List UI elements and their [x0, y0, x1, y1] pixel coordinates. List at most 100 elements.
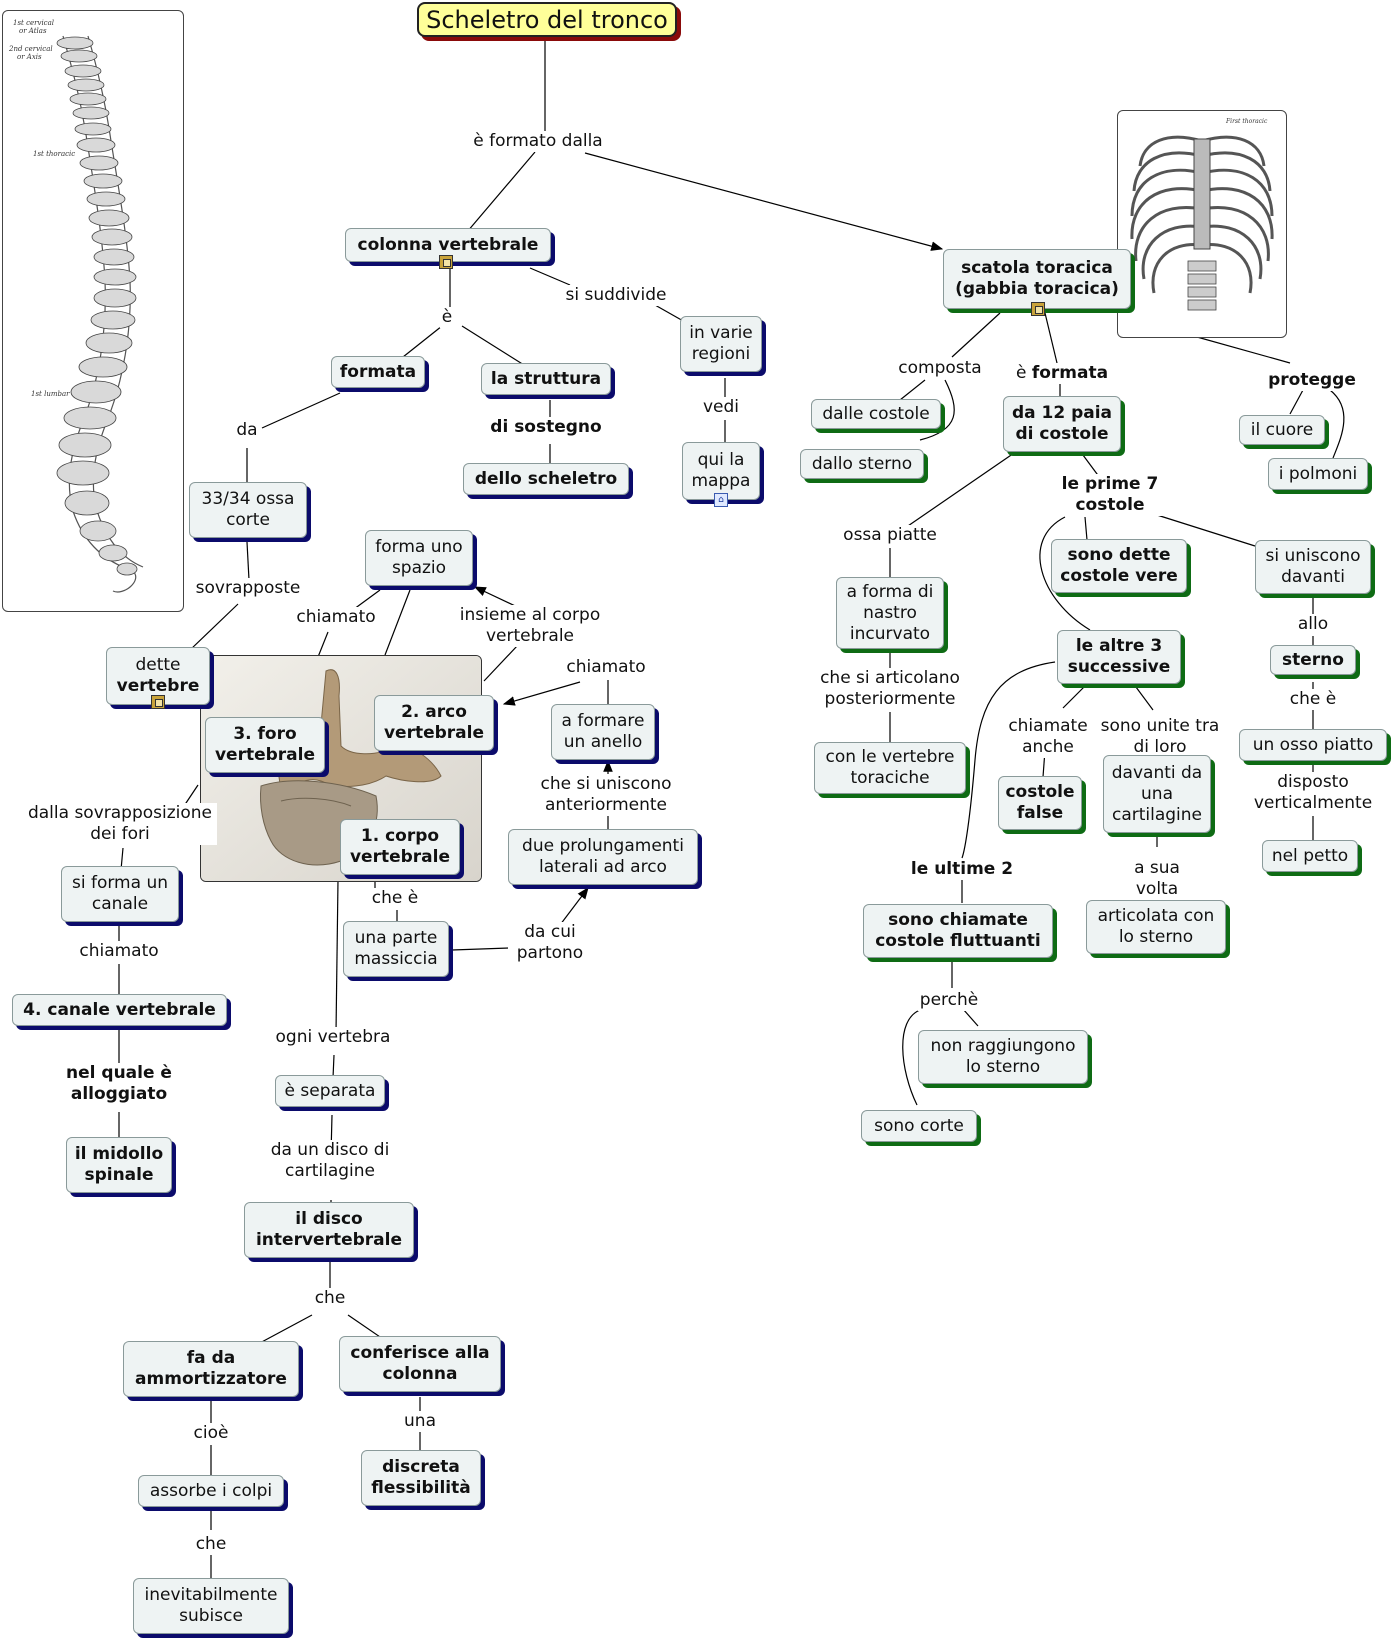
node-i-polmoni[interactable]: i polmoni: [1268, 458, 1368, 490]
sovrapposizione-line: dalla sovrapposizione dei fori: [27, 803, 213, 844]
node-la-struttura[interactable]: la struttura: [481, 363, 611, 395]
label-disposto: disposto verticalmente: [1246, 772, 1380, 814]
e-formata-pre: è: [1015, 363, 1027, 383]
uniscono-line: che si uniscono anteriormente: [540, 774, 672, 815]
spine-label-lumbar: 1st lumbar: [31, 390, 70, 398]
label-di-sostegno: di sostegno: [488, 417, 604, 438]
label-si-suddivide: si suddivide: [563, 285, 669, 306]
node-sono-corte[interactable]: sono corte: [861, 1110, 977, 1142]
node-costole-false[interactable]: costole false: [998, 776, 1082, 830]
node-altre-3-successive[interactable]: le altre 3 successive: [1057, 630, 1181, 684]
spine-label-axis-1: 2nd cervical: [8, 45, 53, 53]
label-le-ultime-2: le ultime 2: [908, 859, 1016, 880]
concept-link-icon[interactable]: [439, 255, 453, 269]
label-composta: composta: [896, 358, 984, 379]
node-il-cuore[interactable]: il cuore: [1239, 415, 1325, 445]
node-costole-fluttuanti[interactable]: sono chiamate costole fluttuanti: [863, 904, 1053, 958]
node-discreta-flessibilita[interactable]: discreta flessibilità: [361, 1450, 481, 1506]
node-davanti-cartilagine[interactable]: davanti da una cartilagine: [1103, 755, 1211, 833]
spine-label-thoracic: 1st thoracic: [33, 150, 75, 158]
label-e: è: [439, 307, 455, 328]
node-midollo-spinale[interactable]: il midollo spinale: [66, 1137, 172, 1193]
node-parte-massiccia[interactable]: una parte massiccia: [343, 921, 449, 977]
node-formata[interactable]: formata: [331, 356, 425, 388]
node-dalle-costole[interactable]: dalle costole: [811, 399, 941, 429]
label-articolano: che si articolano posteriormente: [808, 668, 972, 710]
node-dello-scheletro[interactable]: dello scheletro: [463, 463, 629, 495]
partono-line: da cui partono: [516, 922, 584, 963]
spine-drawing: 1st cervical or Atlas 2nd cervical or Ax…: [8, 19, 144, 593]
label-si-uniscono-ant: che si uniscono anteriormente: [529, 774, 683, 816]
node-formare-anello[interactable]: a formare un anello: [551, 704, 655, 760]
node-foro-vertebrale[interactable]: 3. foro vertebrale: [205, 717, 325, 773]
e-formata-bold: formata: [1031, 363, 1109, 383]
label-che-colpi: che: [193, 1534, 229, 1555]
ribcage-image: First thoracic: [1117, 110, 1287, 338]
node-e-separata[interactable]: è separata: [275, 1075, 385, 1107]
node-canale-vertebrale[interactable]: 4. canale vertebrale: [12, 994, 227, 1026]
label-cioe: cioè: [191, 1423, 231, 1444]
label-nel-quale: nel quale è alloggiato: [52, 1063, 186, 1105]
label-da-cui-partono: da cui partono: [508, 922, 592, 964]
a-sua-volta-line: a sua volta: [1134, 858, 1180, 899]
node-forma-uno-spazio[interactable]: forma uno spazio: [365, 530, 473, 586]
label-e-formata: è formata: [1013, 363, 1111, 384]
node-arco-vertebrale[interactable]: 2. arco vertebrale: [374, 695, 494, 751]
dette-text: dette: [135, 655, 181, 675]
node-articolata-sterno[interactable]: articolata con lo sterno: [1086, 900, 1226, 954]
label-formato-dalla: è formato dalla: [471, 131, 605, 152]
node-conferisce-colonna[interactable]: conferisce alla colonna: [339, 1336, 501, 1392]
node-forma-nastro[interactable]: a forma di nastro incurvato: [836, 577, 944, 649]
node-nel-petto[interactable]: nel petto: [1262, 840, 1358, 872]
node-disco-intervertebrale[interactable]: il disco intervertebrale: [244, 1202, 414, 1258]
node-corpo-vertebrale[interactable]: 1. corpo vertebrale: [340, 819, 460, 875]
label-ogni-vertebra: ogni vertebra: [273, 1027, 393, 1048]
label-unite-tra-loro: sono unite tra di loro: [1098, 716, 1222, 758]
node-osso-piatto[interactable]: un osso piatto: [1239, 729, 1387, 761]
spine-label-axis-2: or Axis: [17, 53, 42, 61]
label-da: da: [234, 420, 260, 441]
node-dallo-sterno[interactable]: dallo sterno: [800, 449, 924, 479]
node-due-prolungamenti[interactable]: due prolungamenti laterali ad arco: [508, 829, 698, 885]
map-title: Scheletro del tronco: [417, 2, 677, 37]
node-sterno[interactable]: sterno: [1270, 645, 1356, 675]
label-che-disco: che: [312, 1288, 348, 1309]
label-chiamato-spazio: chiamato: [294, 607, 378, 628]
concept-link-icon[interactable]: [1031, 302, 1045, 316]
node-12-paia-costole[interactable]: da 12 paia di costole: [1003, 396, 1121, 452]
spine-label-atlas-1: 1st cervical: [13, 19, 54, 27]
node-inevitabilmente-subisce[interactable]: inevitabilmente subisce: [133, 1578, 289, 1634]
spine-label-atlas-2: or Atlas: [19, 27, 47, 35]
chiamate-anche-line: chiamate anche: [1008, 716, 1088, 757]
node-assorbe-colpi[interactable]: assorbe i colpi: [138, 1475, 284, 1507]
label-le-prime-7: le prime 7 costole: [1053, 474, 1167, 516]
node-costole-vere[interactable]: sono dette costole vere: [1051, 539, 1187, 593]
label-sovrapposizione: dalla sovrapposizione dei fori: [23, 803, 217, 845]
nel-quale-line: nel quale è alloggiato: [66, 1063, 172, 1104]
label-una: una: [402, 1411, 438, 1432]
label-chiamato-anello: chiamato: [564, 657, 648, 678]
vertebre-text: vertebre: [116, 676, 200, 696]
node-ammortizzatore[interactable]: fa da ammortizzatore: [123, 1341, 299, 1397]
node-scatola-toracica[interactable]: scatola toracica (gabbia toracica): [943, 249, 1131, 309]
label-che-e: che è: [369, 888, 421, 909]
label-che-e-sterno: che è: [1287, 689, 1339, 710]
node-non-raggiungono[interactable]: non raggiungono lo sterno: [918, 1030, 1088, 1084]
node-si-uniscono-davanti[interactable]: si uniscono davanti: [1255, 540, 1371, 594]
disposto-line: disposto verticalmente: [1253, 772, 1373, 813]
label-chiamato-canale: chiamato: [77, 941, 161, 962]
concept-link-icon[interactable]: [151, 695, 165, 709]
label-a-sua-volta: a sua volta: [1125, 858, 1189, 900]
ribcage-drawing: First thoracic: [1130, 118, 1274, 311]
node-si-forma-canale[interactable]: si forma un canale: [61, 866, 179, 922]
label-chiamate-anche: chiamate anche: [996, 716, 1100, 758]
disco-cartilagine-line: da un disco di cartilagine: [270, 1140, 390, 1181]
node-ossa-corte[interactable]: 33/34 ossa corte: [189, 482, 307, 538]
ribcage-label-first-thoracic: First thoracic: [1225, 118, 1268, 125]
node-varie-regioni[interactable]: in varie regioni: [680, 316, 762, 372]
spine-image: 1st cervical or Atlas 2nd cervical or Ax…: [2, 10, 184, 612]
node-qui-la-mappa[interactable]: qui la mappa: [682, 442, 760, 500]
node-vertebre-toraciche[interactable]: con le vertebre toraciche: [814, 742, 966, 794]
insieme-line: insieme al corpo vertebrale: [459, 605, 601, 646]
map-link-icon[interactable]: ⌂: [714, 493, 728, 507]
